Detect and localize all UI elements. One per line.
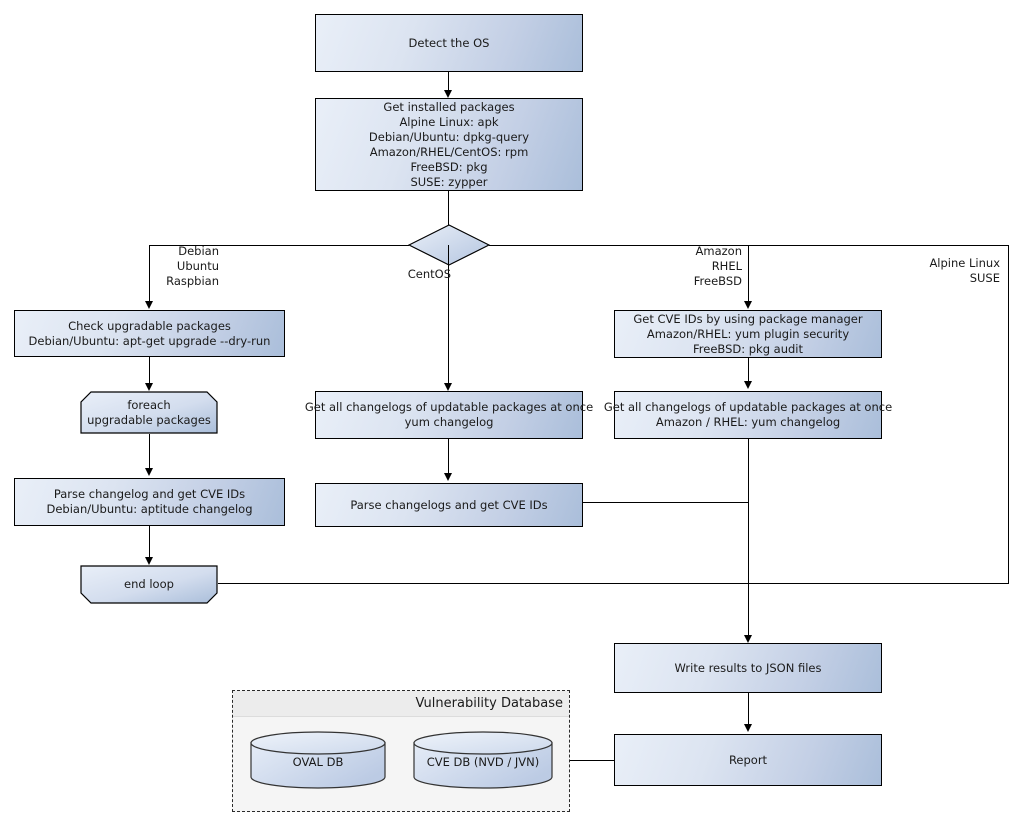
- node-get-cve-ids-pkgmgr[interactable]: Get CVE IDs by using package manager Ama…: [614, 310, 882, 358]
- edge-label-amazon-text: Amazon RHEL FreeBSD: [693, 244, 742, 288]
- node-write-results[interactable]: Write results to JSON files: [614, 643, 882, 693]
- arrowhead-amazon-branch: [744, 301, 752, 309]
- node-end-loop[interactable]: end loop: [80, 565, 218, 604]
- database-cve-db[interactable]: CVE DB (NVD / JVN): [413, 731, 553, 789]
- edge-label-centos: CentOS: [391, 267, 451, 282]
- loop-end-shape: [80, 565, 218, 604]
- arrowhead-write-to-report: [744, 724, 752, 732]
- node-os-decision[interactable]: [408, 224, 490, 266]
- arrowhead-parse-to-endloop: [145, 557, 153, 565]
- node-detect-os-label: Detect the OS: [408, 35, 490, 50]
- parse-changelogs-centos-label: Parse changelogs and get CVE IDs: [350, 497, 548, 512]
- foreach-line-1: foreach: [127, 397, 171, 412]
- foreach-line-2: upgradable packages: [87, 412, 211, 427]
- arrowhead-trunk-to-write-results: [744, 635, 752, 643]
- edge-label-amazon: Amazon RHEL FreeBSD: [676, 244, 742, 289]
- arrowhead-centos-branch: [444, 383, 452, 391]
- cve-pkgmgr-line-3: FreeBSD: pkg audit: [692, 341, 804, 356]
- report-label: Report: [728, 752, 768, 767]
- connector-centos-parse-to-trunk: [583, 502, 748, 503]
- cve-pkgmgr-line-2: Amazon/RHEL: yum plugin security: [646, 326, 850, 341]
- connector-parse-to-endloop: [149, 526, 150, 559]
- cve-db-shape: [413, 731, 553, 789]
- connector-debian-branch: [149, 245, 150, 303]
- parse-changelog-line-1: Parse changelog and get CVE IDs: [53, 487, 246, 501]
- arrowhead-foreach-to-parse: [145, 468, 153, 476]
- parse-changelog-line-2: Debian/Ubuntu: aptitude changelog: [46, 502, 253, 516]
- vulnerability-database-title-text: Vulnerability Database: [415, 696, 563, 711]
- oval-db-label: OVAL DB: [292, 755, 344, 769]
- node-parse-changelogs-centos[interactable]: Parse changelogs and get CVE IDs: [315, 483, 583, 527]
- connector-write-to-report: [748, 693, 749, 726]
- connector-endloop-merge: [218, 583, 1008, 584]
- connector-centos-branch: [448, 245, 449, 385]
- edge-label-debian: Debian Ubuntu Raspbian: [154, 244, 219, 289]
- connector-centos-changelogs-to-parse: [448, 439, 449, 475]
- check-upgradable-line-2: Debian/Ubuntu: apt-get upgrade --dry-run: [28, 333, 271, 348]
- end-loop-label: end loop: [124, 577, 174, 591]
- node-changelogs-centos[interactable]: Get all changelogs of updatable packages…: [305, 391, 593, 439]
- check-upgradable-line-1: Check upgradable packages: [68, 318, 231, 333]
- connector-db-to-report: [570, 760, 614, 761]
- connector-check-to-foreach: [149, 357, 150, 385]
- node-changelogs-amazon[interactable]: Get all changelogs of updatable packages…: [604, 391, 892, 439]
- loop-start-shape: [80, 391, 218, 434]
- connector-alpine-down: [1008, 245, 1009, 584]
- packages-line-3: Debian/Ubuntu: dpkg-query: [368, 129, 530, 144]
- edge-label-debian-text: Debian Ubuntu Raspbian: [166, 244, 219, 288]
- oval-db-shape: [250, 731, 386, 789]
- database-oval-db[interactable]: OVAL DB: [250, 731, 386, 789]
- connector-right-trunk: [748, 439, 749, 637]
- arrowhead-cve-pkgmgr-to-changelogs: [744, 381, 752, 389]
- packages-line-2: Alpine Linux: apk: [399, 114, 499, 129]
- node-detect-os[interactable]: Detect the OS: [315, 14, 583, 72]
- connector-amazon-branch: [748, 245, 749, 303]
- arrowhead-detect-to-packages: [444, 90, 452, 98]
- node-foreach-loop[interactable]: foreach upgradable packages: [80, 391, 218, 434]
- changelogs-amazon-line-1: Get all changelogs of updatable packages…: [603, 400, 893, 414]
- edge-label-alpine: Alpine Linux SUSE: [900, 256, 1000, 286]
- edge-label-alpine-text: Alpine Linux SUSE: [929, 256, 1000, 285]
- changelogs-centos-line-2: yum changelog: [404, 415, 494, 429]
- connector-foreach-to-parse: [149, 434, 150, 470]
- connector-detect-to-packages: [448, 72, 449, 92]
- node-parse-changelog-debian[interactable]: Parse changelog and get CVE IDs Debian/U…: [14, 478, 285, 526]
- changelogs-centos-line-1: Get all changelogs of updatable packages…: [304, 400, 594, 414]
- packages-line-4: Amazon/RHEL/CentOS: rpm: [369, 144, 529, 159]
- node-check-upgradable[interactable]: Check upgradable packages Debian/Ubuntu:…: [14, 310, 285, 357]
- arrowhead-centos-changelogs-to-parse: [444, 473, 452, 481]
- packages-line-5: FreeBSD: pkg: [410, 159, 488, 174]
- packages-line-1: Get installed packages: [383, 99, 515, 114]
- cve-db-label: CVE DB (NVD / JVN): [426, 755, 540, 769]
- branch-bus-left: [149, 245, 409, 246]
- arrowhead-check-to-foreach: [145, 383, 153, 391]
- arrowhead-debian-branch: [145, 301, 153, 309]
- write-results-label: Write results to JSON files: [674, 660, 822, 675]
- cve-pkgmgr-line-1: Get CVE IDs by using package manager: [633, 311, 863, 326]
- connector-cve-pkgmgr-to-changelogs: [748, 358, 749, 383]
- vulnerability-database-title: Vulnerability Database: [233, 691, 569, 717]
- connector-packages-to-decision: [448, 191, 449, 225]
- packages-line-6: SUSE: zypper: [410, 174, 488, 189]
- node-report[interactable]: Report: [614, 734, 882, 786]
- node-get-installed-packages[interactable]: Get installed packages Alpine Linux: apk…: [315, 98, 583, 191]
- changelogs-amazon-line-2: Amazon / RHEL: yum changelog: [655, 415, 841, 429]
- edge-label-centos-text: CentOS: [407, 267, 451, 281]
